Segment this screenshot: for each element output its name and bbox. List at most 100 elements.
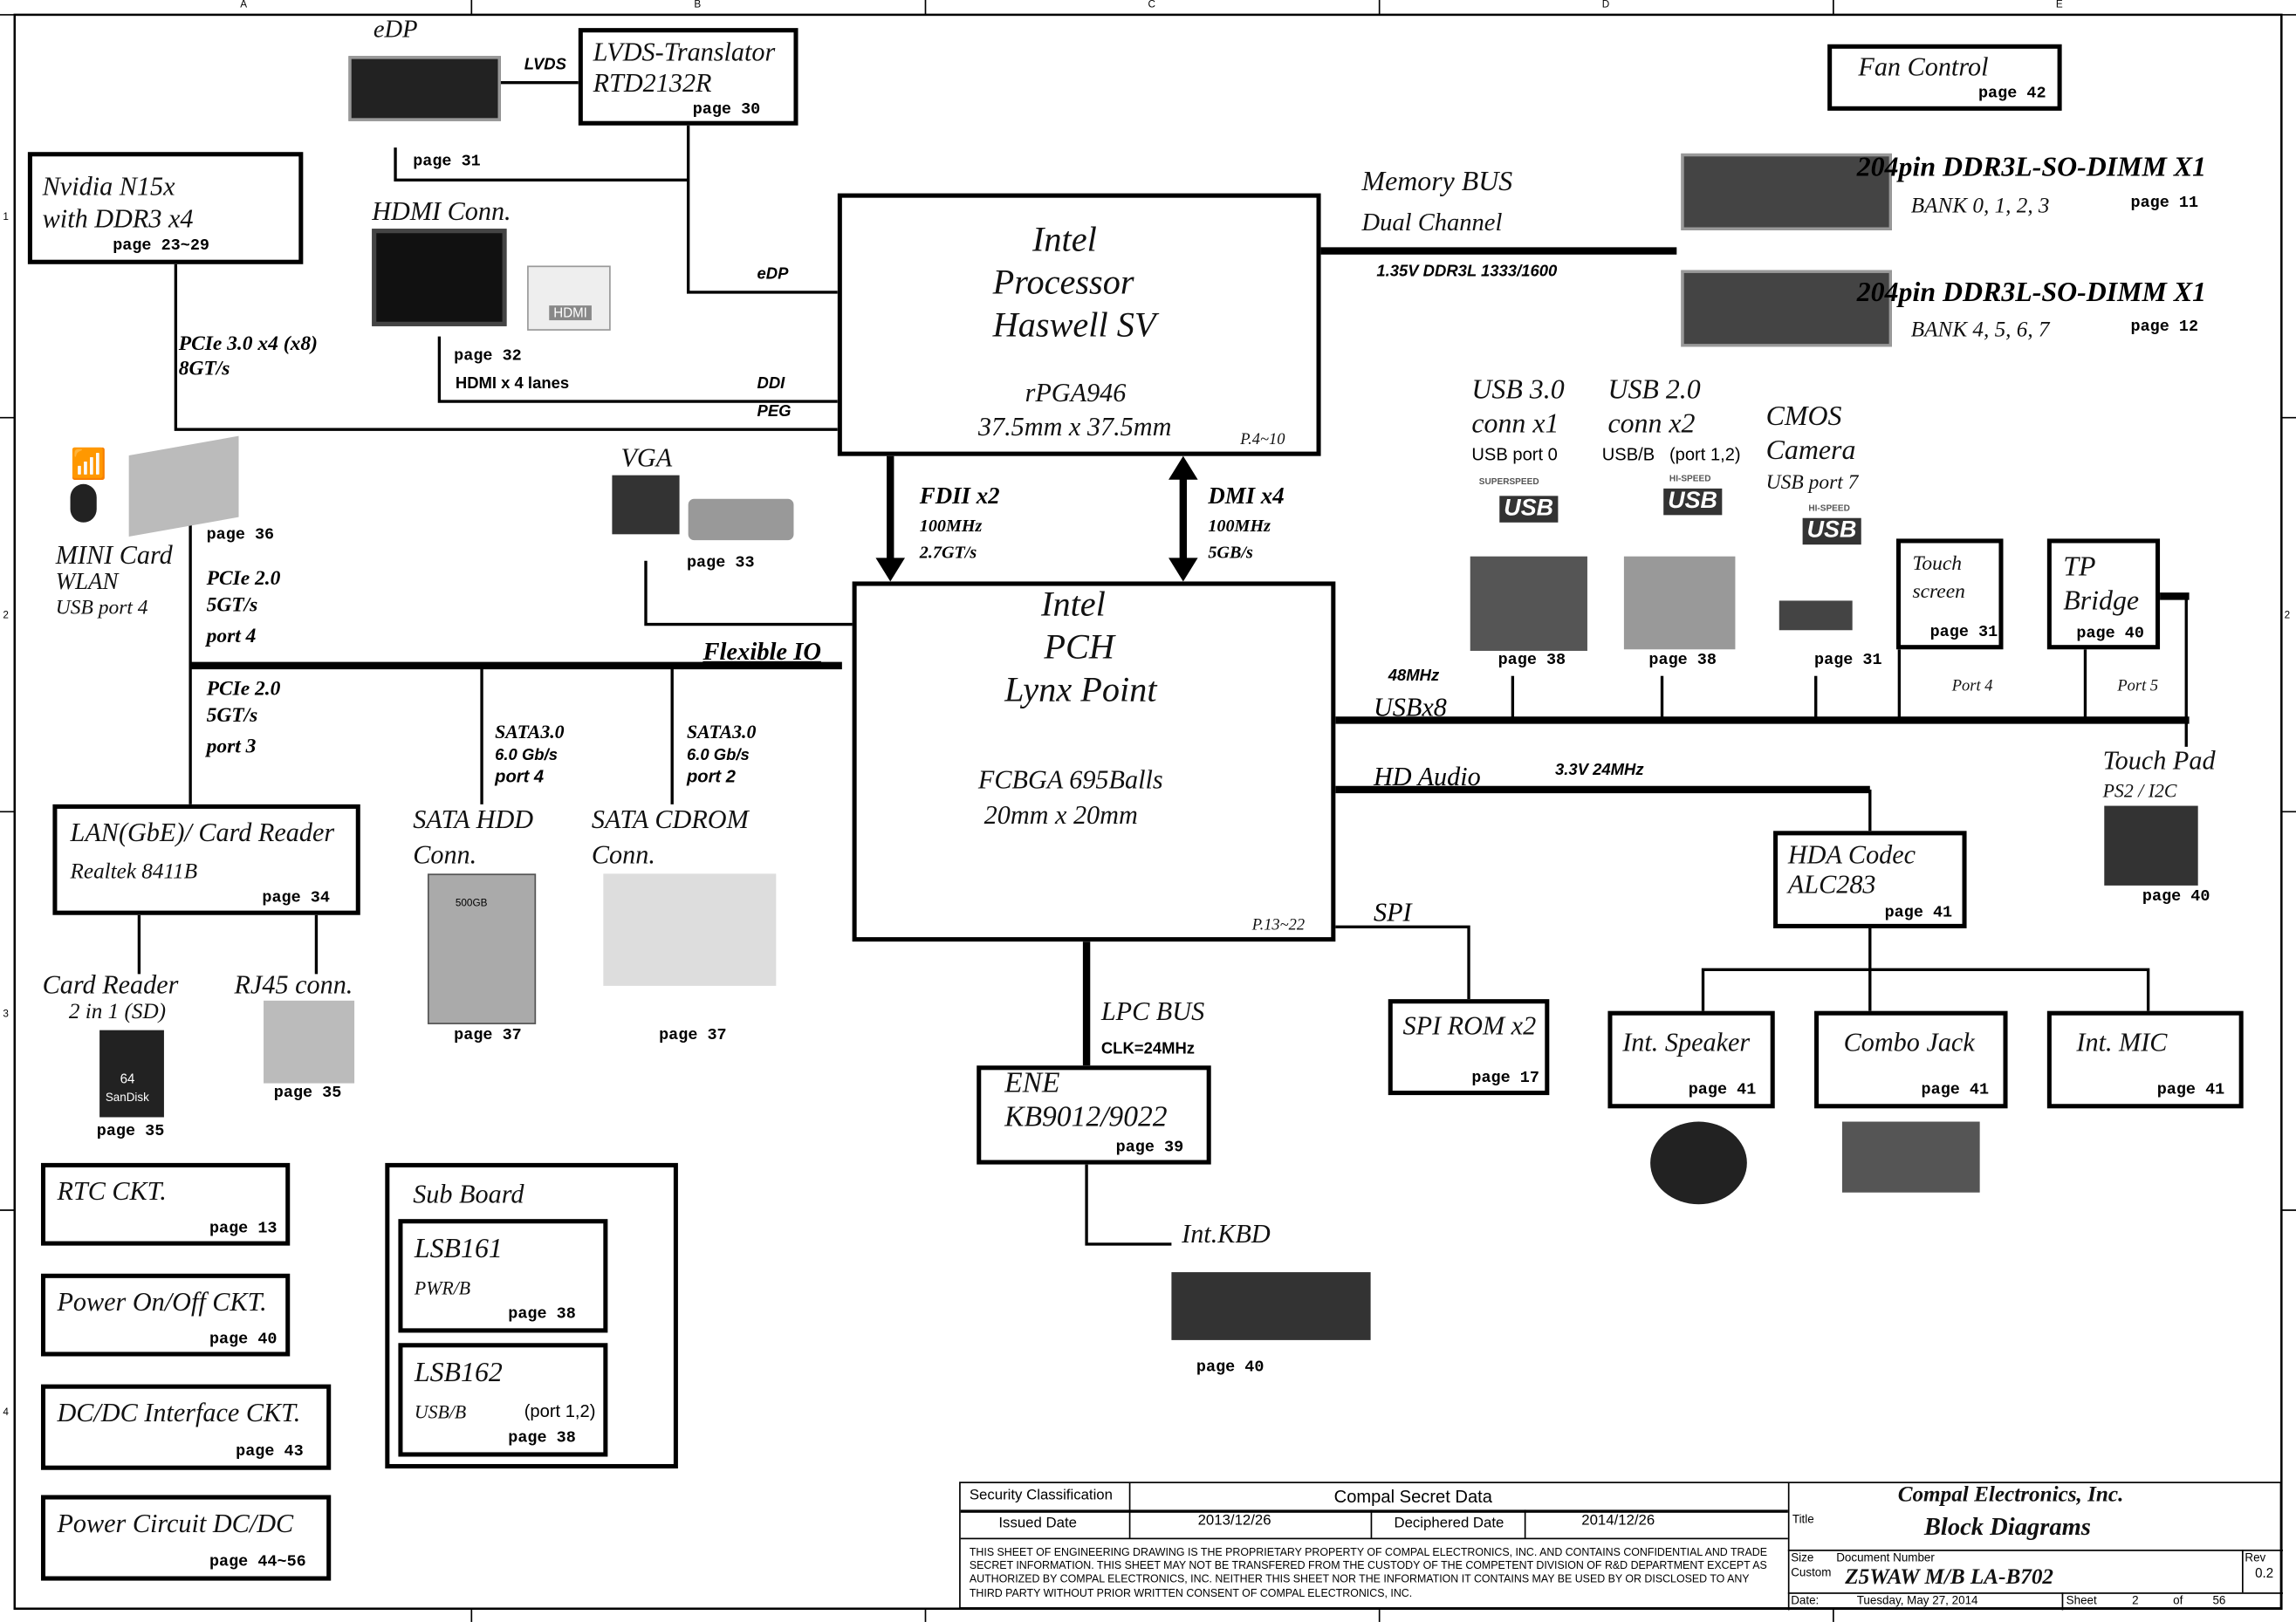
lsb162-title: LSB162 — [414, 1358, 503, 1389]
row-label-3: 3 — [3, 1009, 9, 1020]
power-circuit-block: Power Circuit DC/DC page 44~56 — [40, 1495, 332, 1581]
page-ref: page 39 — [1115, 1139, 1184, 1158]
sheet-number: 2 — [2132, 1593, 2139, 1608]
touchscreen-port: Port 4 — [1951, 677, 1993, 695]
ene-line2: KB9012/9022 — [1004, 1100, 1168, 1134]
lsb161-sub: PWR/B — [414, 1276, 471, 1299]
minicard-rate: 5GT/s — [206, 594, 258, 618]
page-ref: page 41 — [1921, 1081, 1990, 1100]
page-ref: page 42 — [1977, 86, 2046, 104]
power-circuit-title: Power Circuit DC/DC — [57, 1508, 294, 1538]
lvds-translator-part: RTD2132R — [593, 67, 712, 98]
page-ref: page 43 — [236, 1443, 304, 1461]
lpc-clock: CLK=24MHz — [1100, 1040, 1196, 1058]
minicard-line1: MINI Card — [55, 540, 173, 570]
sd-card-image: 64 SanDisk — [99, 1030, 164, 1118]
document-title: Block Diagrams — [1923, 1512, 2091, 1541]
memory-channel-label: Dual Channel — [1361, 208, 1503, 236]
row-label-4: 4 — [3, 1407, 9, 1419]
pch-line1: Intel — [1041, 585, 1106, 625]
hdmi-tv-image — [372, 229, 507, 326]
hd-audio-label: HD Audio — [1373, 761, 1481, 791]
sata-hdd-port: port 4 — [495, 765, 545, 787]
wifi-icon: 📶 — [70, 448, 107, 482]
sata-cdrom-bus: SATA3.0 — [686, 720, 757, 743]
col-label-c: C — [1148, 0, 1156, 10]
hdmi-port-text: HDMI — [549, 305, 592, 321]
usb2-line1: USB 2.0 — [1607, 374, 1701, 407]
lan-pcie: PCIe 2.0 — [206, 679, 281, 701]
rev-label: Rev — [2245, 1550, 2266, 1564]
touchpad-line1: Touch Pad — [2102, 745, 2216, 776]
sata-cdrom-line2: Conn. — [591, 839, 655, 870]
issued-label: Issued Date — [998, 1516, 1077, 1532]
dimm-title: 204pin DDR3L-SO-DIMM X1 — [1856, 277, 2207, 309]
superspeed-usb-logo: SUPERSPEED USB — [1476, 475, 1572, 544]
hdmi-lanes-label: HDMI x 4 lanes — [455, 374, 570, 393]
lvds-translator-block: LVDS-Translator RTD2132R page 30 — [578, 28, 798, 126]
deciphered-value: 2014/12/26 — [1581, 1512, 1655, 1530]
page-ref: page 17 — [1471, 1070, 1539, 1088]
lvds-label: LVDS — [524, 56, 566, 74]
of-label: of — [2173, 1593, 2183, 1608]
dimm-image — [1681, 153, 1892, 230]
minicard-line3: USB port 4 — [55, 598, 148, 620]
keyboard-image — [1171, 1272, 1371, 1340]
size-value: Custom — [1791, 1565, 1832, 1579]
usb3-line2: conn x1 — [1471, 408, 1559, 441]
bluetooth-icon — [70, 483, 97, 523]
hispeed-usb-logo: HI-SPEED USB — [1764, 504, 1874, 558]
page-ref: page 33 — [686, 555, 755, 573]
col-label-a: A — [240, 0, 248, 10]
row-label-2-right: 2 — [2284, 611, 2291, 622]
nvidia-gpu-block: Nvidia N15x with DDR3 x4 page 23~29 — [27, 152, 304, 264]
processor-line3: Haswell SV — [992, 306, 1156, 346]
lsb162-sub: USB/B — [414, 1400, 467, 1423]
minicard-pcie: PCIe 2.0 — [206, 568, 281, 591]
touchpad-line2: PS2 / I2C — [2102, 779, 2177, 802]
page-ref: page 37 — [659, 1027, 727, 1045]
date-value: Tuesday, May 27, 2014 — [1856, 1593, 1978, 1608]
title-block: Security Classification Compal Secret Da… — [959, 1482, 2284, 1611]
edp-panel-image — [348, 56, 501, 121]
row-label-1: 1 — [3, 212, 9, 223]
sub-board-title: Sub Board — [413, 1179, 524, 1209]
sheet-total: 56 — [2212, 1593, 2226, 1608]
hdmi-page-ref: page 32 — [454, 348, 522, 366]
page-ref: page 31 — [1814, 652, 1882, 670]
rtc-title: RTC CKT. — [57, 1176, 167, 1206]
cpu-edp-label: eDP — [757, 265, 789, 284]
logo-text: USB — [1663, 488, 1722, 516]
col-label-e: E — [2055, 0, 2063, 10]
combo-jack-block: Combo Jack page 41 — [1814, 1010, 2008, 1109]
edp-label: eDP — [373, 14, 418, 44]
kbd-label: Int.KBD — [1182, 1219, 1271, 1249]
spi-rom-title: SPI ROM x2 — [1402, 1010, 1537, 1041]
hda-codec-line2: ALC283 — [1787, 869, 1876, 900]
power-on-off-block: Power On/Off CKT. page 40 — [40, 1273, 291, 1357]
usb-freq: 48MHz — [1388, 667, 1440, 685]
lan-part: Realtek 8411B — [70, 860, 198, 885]
lan-title: LAN(GbE)/ Card Reader — [70, 818, 335, 847]
fdi-title: FDII x2 — [919, 483, 1000, 510]
company-name: Compal Electronics, Inc. — [1897, 1482, 2124, 1508]
page-ref: page 35 — [273, 1085, 342, 1103]
spi-rom-block: SPI ROM x2 page 17 — [1388, 999, 1550, 1096]
pch-block: Intel PCH Lynx Point FCBGA 695Balls 20mm… — [852, 581, 1336, 942]
rj45-image — [264, 1000, 355, 1084]
logo-text: HI-SPEED — [1669, 475, 1711, 484]
ene-line1: ENE — [1004, 1066, 1060, 1100]
tp-bridge-line2: Bridge — [2063, 585, 2140, 618]
sata-cdrom-rate: 6.0 Gb/s — [686, 746, 750, 765]
pch-pages: P.13~22 — [1251, 916, 1306, 934]
date-label: Date: — [1791, 1593, 1820, 1608]
fdi-rate: 2.7GT/s — [919, 541, 977, 563]
security-value: Compal Secret Data — [1333, 1486, 1492, 1508]
lpc-bus-label: LPC BUS — [1100, 996, 1205, 1026]
pch-line2: PCH — [1044, 628, 1114, 667]
card-reader-line1: Card Reader — [42, 969, 179, 1000]
usb2-connector-image — [1623, 556, 1736, 650]
row-label-2: 2 — [3, 611, 9, 622]
edp-page-ref: page 31 — [413, 153, 481, 172]
lvds-translator-title: LVDS-Translator — [593, 37, 776, 67]
